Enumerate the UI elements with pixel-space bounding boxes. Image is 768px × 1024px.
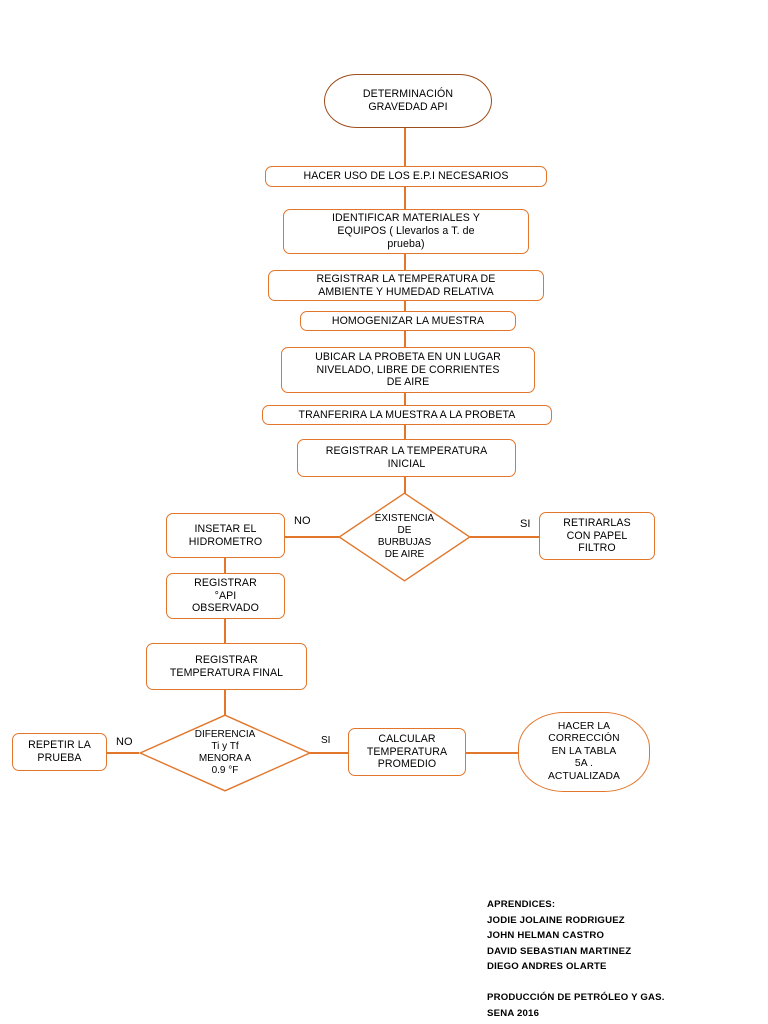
node-hacer-correccion-tabla-label: HACER LA CORRECCIÓN EN LA TABLA 5A . ACT… — [547, 720, 621, 782]
connector-diferencia-no-repetir — [107, 752, 139, 754]
node-repetir-prueba-label: REPETIR LA PRUEBA — [28, 739, 91, 764]
node-hacer-uso-epi[interactable]: HACER USO DE LOS E.P.I NECESARIOS — [265, 166, 547, 187]
edge-label-diferencia-si: SI — [320, 735, 332, 746]
node-repetir-prueba[interactable]: REPETIR LA PRUEBA — [12, 733, 107, 771]
node-decision-burbujas[interactable]: EXISTENCIA DE BURBUJAS DE AIRE — [338, 492, 471, 582]
node-calcular-temp-promedio-label: CALCULAR TEMPERATURA PROMEDIO — [366, 732, 448, 771]
node-retirarlas-papel-filtro-label: RETIRARLAS CON PAPEL FILTRO — [563, 516, 631, 555]
edge-label-burbujas-no: NO — [293, 515, 312, 527]
connector-tfinal-to-diferencia — [224, 690, 227, 715]
connector-ubicar-to-transf — [404, 392, 407, 406]
node-registrar-temp-final-label: REGISTRAR TEMPERATURA FINAL — [169, 653, 284, 679]
node-transferir-muestra[interactable]: TRANFERIRA LA MUESTRA A LA PROBETA — [262, 405, 552, 425]
connector-tini-to-burbujas — [404, 476, 407, 498]
connector-diferencia-si-promedio — [310, 752, 348, 754]
diamond-shape-burbujas — [338, 492, 471, 582]
node-identificar-materiales[interactable]: IDENTIFICAR MATERIALES Y EQUIPOS ( Lleva… — [283, 209, 529, 254]
connector-materiales-to-tamb — [404, 253, 407, 271]
connector-promedio-to-correccion — [466, 752, 518, 754]
node-decision-burbujas-label: EXISTENCIA DE BURBUJAS DE AIRE — [374, 512, 435, 561]
node-start-label: DETERMINACIÓN GRAVEDAD API — [362, 88, 454, 113]
node-registrar-temp-ambiente-label: REGISTRAR LA TEMPERATURA DE AMBIENTE Y H… — [316, 272, 496, 298]
node-hacer-uso-epi-label: HACER USO DE LOS E.P.I NECESARIOS — [303, 170, 509, 183]
node-registrar-temp-inicial-label: REGISTRAR LA TEMPERATURA INICIAL — [325, 445, 488, 470]
connector-homog-to-ubicar — [404, 330, 407, 348]
node-calcular-temp-promedio[interactable]: CALCULAR TEMPERATURA PROMEDIO — [348, 728, 466, 776]
diamond-shape-diferencia — [139, 714, 311, 792]
connector-burbujas-no-insertar — [285, 536, 339, 538]
connector-start-to-epi — [404, 128, 407, 173]
edge-label-burbujas-si: SI — [519, 518, 532, 530]
node-hacer-correccion-tabla[interactable]: HACER LA CORRECCIÓN EN LA TABLA 5A . ACT… — [518, 712, 650, 792]
connector-tamb-to-homog — [404, 300, 407, 312]
connector-apiobs-to-tfinal — [224, 618, 227, 644]
node-registrar-temp-inicial[interactable]: REGISTRAR LA TEMPERATURA INICIAL — [297, 439, 516, 477]
node-start[interactable]: DETERMINACIÓN GRAVEDAD API — [324, 74, 492, 128]
node-homogenizar-muestra-label: HOMOGENIZAR LA MUESTRA — [331, 314, 485, 327]
node-registrar-temp-final[interactable]: REGISTRAR TEMPERATURA FINAL — [146, 643, 307, 690]
node-identificar-materiales-label: IDENTIFICAR MATERIALES Y EQUIPOS ( Lleva… — [332, 212, 480, 250]
connector-burbujas-si-retirar — [470, 536, 539, 538]
node-registrar-api-observado[interactable]: REGISTRAR °API OBSERVADO — [166, 573, 285, 619]
node-retirarlas-papel-filtro[interactable]: RETIRARLAS CON PAPEL FILTRO — [539, 512, 655, 560]
node-decision-diferencia-label: DIFERENCIA Ti y Tf MENORA A 0.9 °F — [194, 728, 256, 777]
node-insertar-hidrometro-label: INSETAR EL HIDROMETRO — [188, 522, 263, 548]
connector-epi-to-materiales — [404, 186, 407, 210]
node-insertar-hidrometro[interactable]: INSETAR EL HIDROMETRO — [166, 513, 285, 558]
node-ubicar-probeta[interactable]: UBICAR LA PROBETA EN UN LUGAR NIVELADO, … — [281, 347, 535, 393]
node-registrar-api-observado-label: REGISTRAR °API OBSERVADO — [191, 576, 260, 615]
node-homogenizar-muestra[interactable]: HOMOGENIZAR LA MUESTRA — [300, 311, 516, 331]
connector-insertar-to-apiobs — [224, 558, 227, 574]
edge-label-diferencia-no: NO — [115, 736, 134, 748]
node-transferir-muestra-label: TRANFERIRA LA MUESTRA A LA PROBETA — [298, 408, 516, 421]
node-ubicar-probeta-label: UBICAR LA PROBETA EN UN LUGAR NIVELADO, … — [315, 350, 501, 389]
credits-block: APRENDICES: JODIE JOLAINE RODRIGUEZ JOHN… — [487, 899, 665, 1019]
connector-transf-to-tini — [404, 425, 407, 439]
node-decision-diferencia[interactable]: DIFERENCIA Ti y Tf MENORA A 0.9 °F — [139, 714, 311, 792]
node-registrar-temp-ambiente[interactable]: REGISTRAR LA TEMPERATURA DE AMBIENTE Y H… — [268, 270, 544, 301]
